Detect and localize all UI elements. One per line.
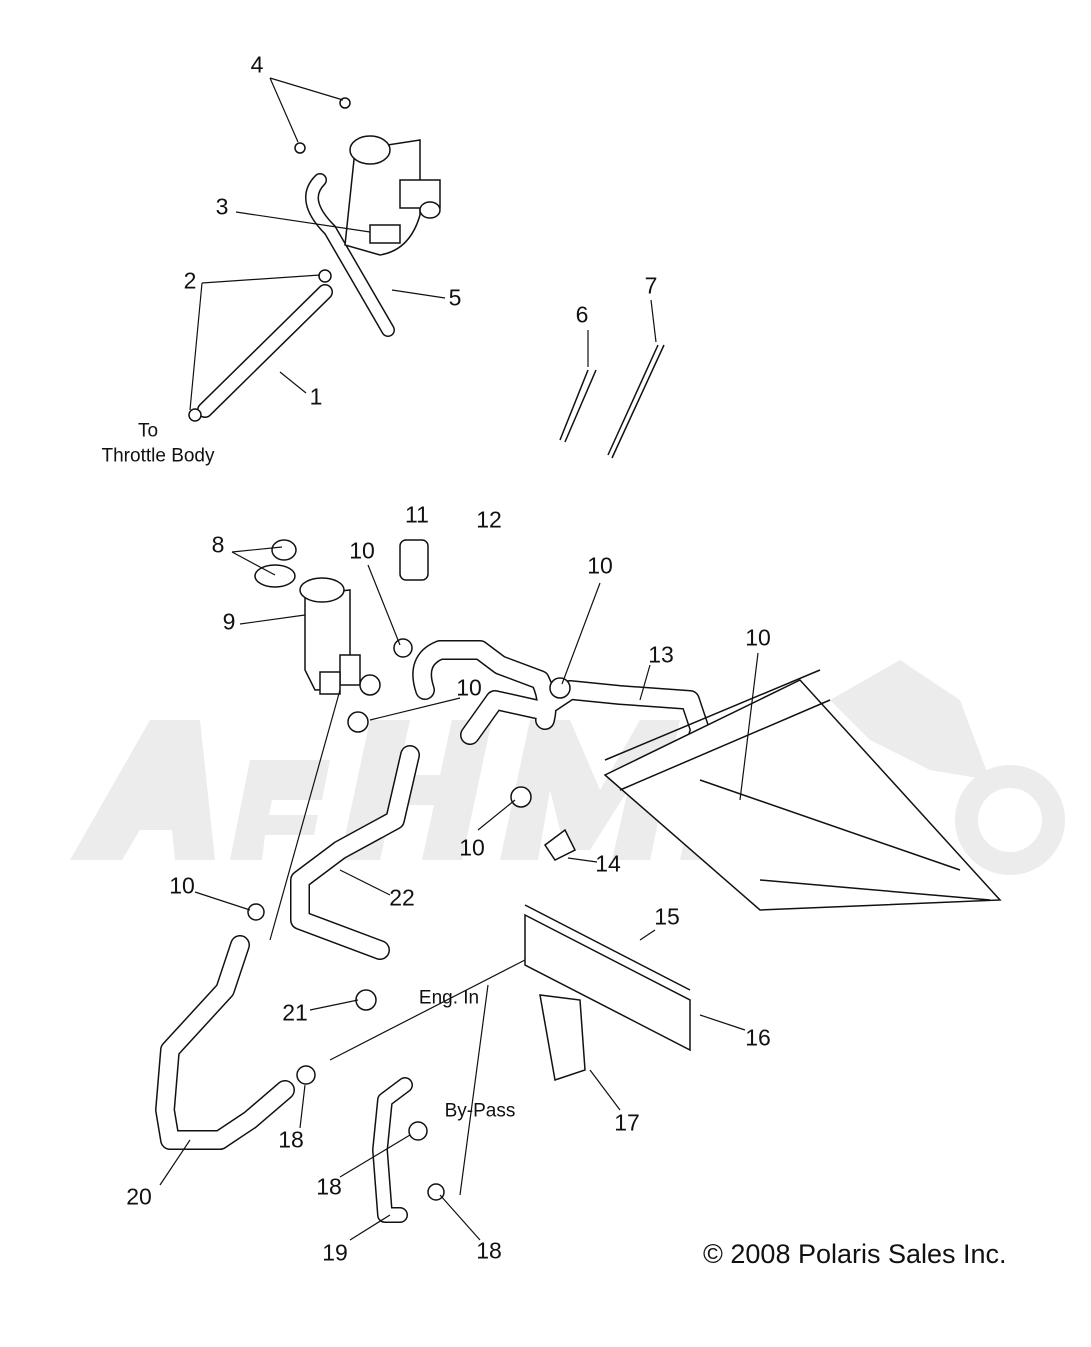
callout-19: 19 <box>322 1239 348 1266</box>
callout-14: 14 <box>595 850 621 877</box>
copyright-text: © 2008 Polaris Sales Inc. <box>703 1239 1007 1269</box>
callout-22: 22 <box>389 884 415 911</box>
callout-10: 10 <box>456 674 482 701</box>
callout-1: 1 <box>309 383 323 410</box>
callout-13: 13 <box>648 641 674 668</box>
callout-11: 11 <box>405 501 429 528</box>
callout-20: 20 <box>126 1183 152 1210</box>
leader-lines <box>159 77 759 1241</box>
callout-7: 7 <box>644 272 658 299</box>
callout-9: 9 <box>222 608 236 635</box>
callout-10: 10 <box>169 872 195 899</box>
watermark-logo <box>70 660 1065 875</box>
callout-2: 2 <box>183 267 197 294</box>
callout-8: 8 <box>211 531 225 558</box>
callout-17: 17 <box>614 1109 640 1136</box>
callout-15: 15 <box>654 903 680 930</box>
callout-21: 21 <box>282 999 308 1026</box>
callout-12: 12 <box>476 506 502 533</box>
note-by-pass: By-Pass <box>444 1100 516 1122</box>
heat-exchanger <box>524 669 1002 1081</box>
callout-10: 10 <box>459 834 485 861</box>
callout-18: 18 <box>476 1237 502 1264</box>
callout-5: 5 <box>448 284 462 311</box>
callout-10: 10 <box>745 624 771 651</box>
note-to: To <box>137 420 159 442</box>
callout-6: 6 <box>575 301 589 328</box>
callout-18: 18 <box>278 1126 304 1153</box>
callout-10: 10 <box>349 537 375 564</box>
callout-18: 18 <box>316 1173 342 1200</box>
callout-10: 10 <box>587 552 613 579</box>
callout-3: 3 <box>215 193 229 220</box>
note-throttle-body: Throttle Body <box>101 445 215 467</box>
note-eng-in: Eng. In <box>418 987 480 1009</box>
coolant-reservoir-top <box>188 97 441 422</box>
callout-4: 4 <box>250 51 264 78</box>
coolant-reservoir-bottom <box>254 539 429 696</box>
callout-16: 16 <box>745 1024 771 1051</box>
